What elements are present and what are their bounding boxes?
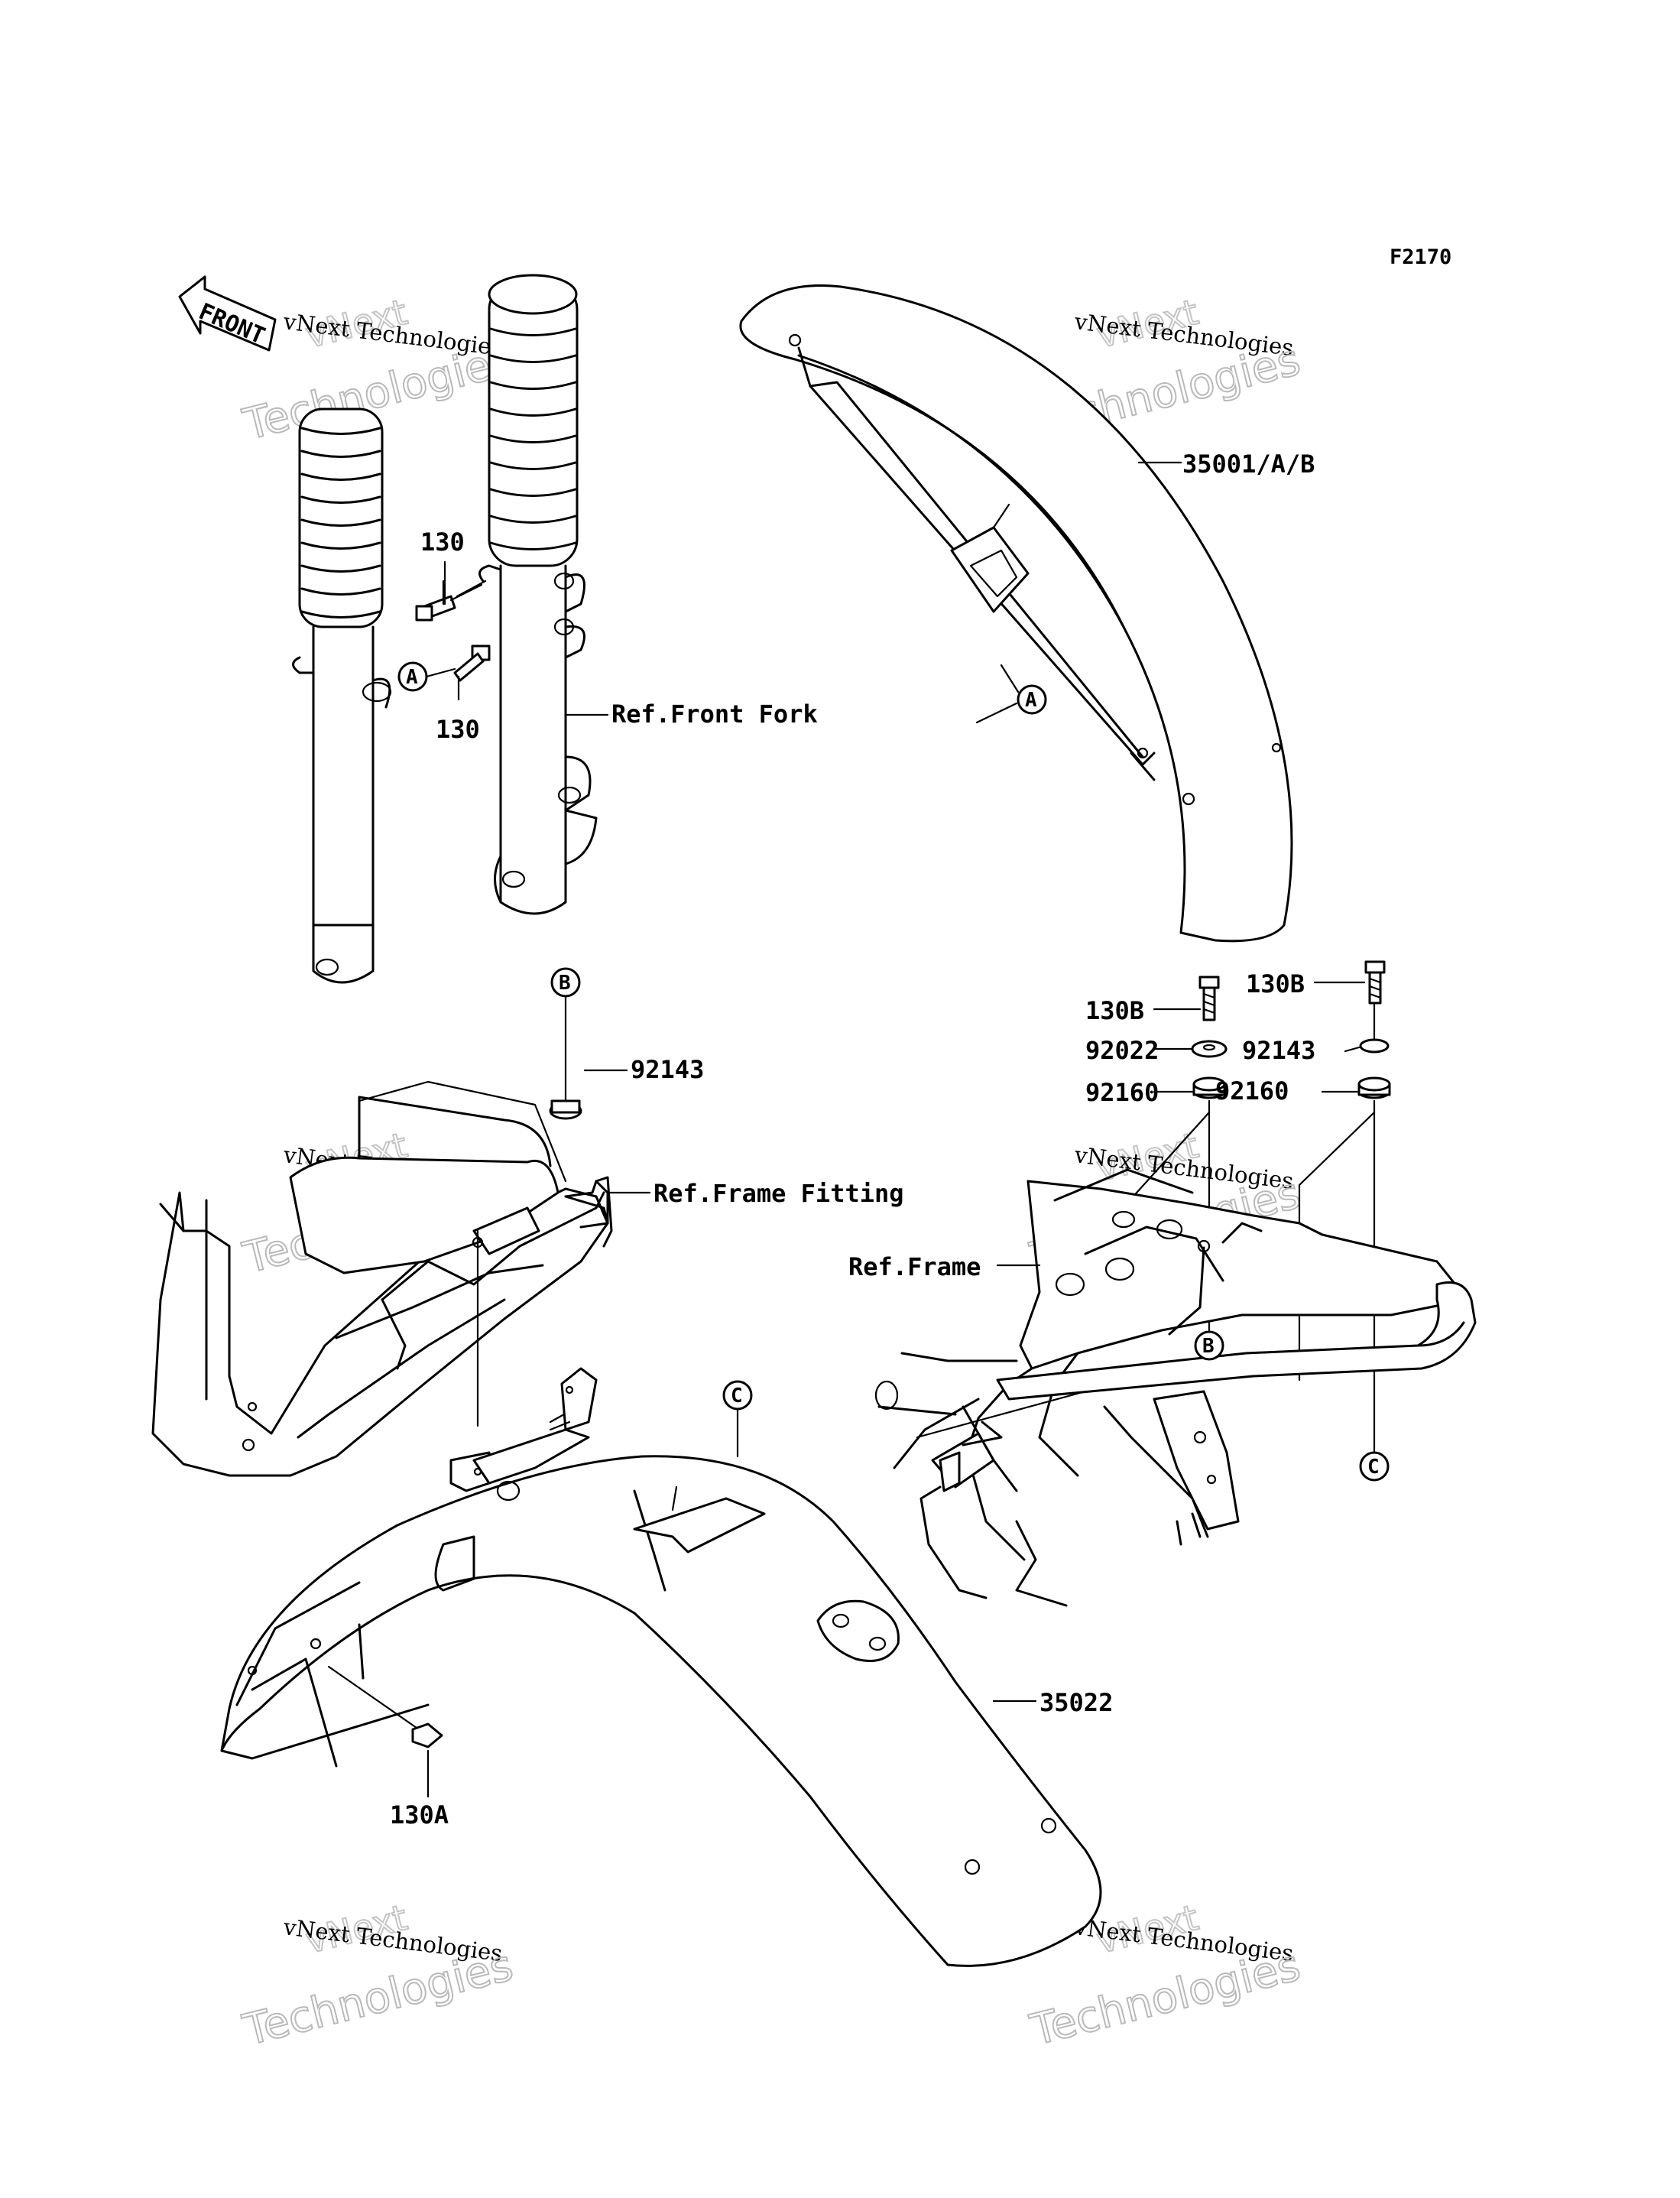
callout-b-right: B — [1194, 1330, 1224, 1361]
callout-b-center: B — [550, 967, 581, 1102]
grommet-92160-right-icon — [1357, 1076, 1391, 1099]
watermark-technologies: Technologies — [238, 1940, 518, 2055]
bolt-130-top-icon — [415, 580, 487, 622]
label-35001: 35001/A/B — [1182, 450, 1315, 479]
watermark-bottom-left: vNext vNext Technologies Technologies — [238, 1896, 519, 2057]
svg-text:B: B — [1202, 1335, 1215, 1358]
svg-text:A: A — [1025, 689, 1037, 712]
washer-92022-icon — [1191, 1040, 1228, 1058]
callout-c-fender: C — [722, 1380, 753, 1458]
label-130b-left: 130B — [1085, 996, 1144, 1025]
label-92160-right: 92160 — [1215, 1076, 1289, 1105]
label-92022: 92022 — [1085, 1036, 1159, 1065]
rear-frame — [874, 1168, 1477, 1607]
bolt-130b-left-icon — [1198, 976, 1220, 1021]
nut-92143-left-icon — [549, 1099, 582, 1120]
svg-text:A: A — [406, 666, 418, 689]
callout-c-right: C — [1359, 1451, 1390, 1482]
callout-a-fender: A — [975, 664, 1047, 724]
label-130-top: 130 — [420, 528, 465, 557]
bolt-130a-icon — [327, 1665, 443, 1748]
svg-text:C: C — [1367, 1456, 1380, 1479]
bolt-130-bottom-icon — [453, 644, 491, 682]
rear-fender-35022 — [220, 1367, 1102, 1967]
svg-text:C: C — [731, 1385, 743, 1407]
grommet-92160-left-icon — [1192, 1076, 1226, 1099]
label-92160-left: 92160 — [1085, 1078, 1159, 1107]
front-fork-left-tube — [292, 407, 392, 984]
svg-text:B: B — [559, 972, 571, 995]
label-ref-front-fork: Ref.Front Fork — [611, 700, 818, 729]
watermark-technologies: Technologies — [1026, 1940, 1305, 2055]
label-92143-left: 92143 — [631, 1055, 704, 1084]
label-92143-right: 92143 — [1242, 1036, 1315, 1065]
figure-code: F2170 — [1390, 245, 1451, 269]
leader-92143-right — [1344, 1046, 1361, 1053]
label-130a: 130A — [390, 1800, 449, 1830]
label-130b-right: 130B — [1246, 969, 1305, 998]
label-130-bottom: 130 — [436, 715, 480, 744]
label-ref-frame: Ref.Frame — [848, 1252, 981, 1281]
label-ref-frame-fitting: Ref.Frame Fitting — [654, 1179, 904, 1208]
front-arrow-icon: FRONT — [178, 275, 277, 352]
label-35022: 35022 — [1039, 1688, 1113, 1717]
callout-a-fork: A — [397, 661, 456, 692]
washer-92143-right-icon — [1359, 1038, 1390, 1054]
bolt-130b-right-icon — [1364, 960, 1386, 1005]
front-fender-35001 — [739, 284, 1293, 943]
front-fork-right-tube — [478, 274, 598, 915]
frame-fitting — [151, 1080, 613, 1477]
